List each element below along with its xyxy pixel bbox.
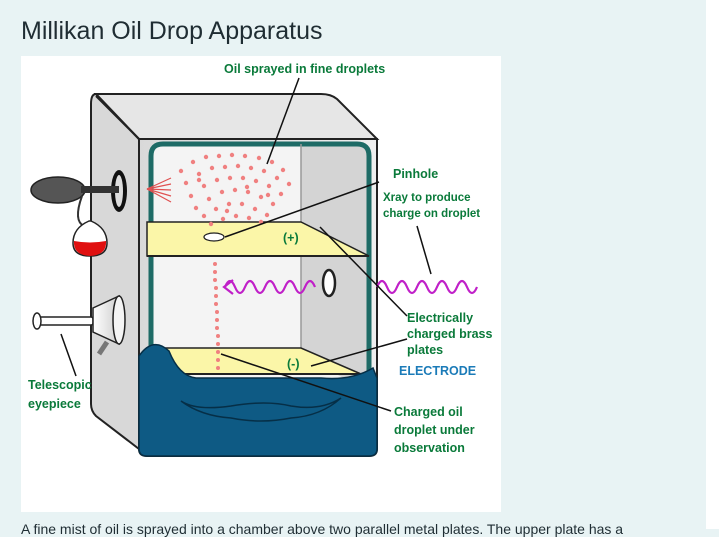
label-brass-line1: Electrically (407, 311, 473, 325)
label-charged-line2: droplet under (394, 423, 475, 437)
right-scroll-edge (706, 0, 719, 529)
body-paragraph: A fine mist of oil is sprayed into a cha… (21, 521, 623, 537)
label-telescopic-line1: Telescopic (28, 378, 92, 392)
label-charged-line1: Charged oil (394, 405, 463, 419)
plus-label: (+) (283, 231, 299, 245)
label-electrode: ELECTRODE (399, 364, 476, 378)
label-xray-line2: charge on droplet (383, 208, 480, 220)
label-telescopic-line2: eyepiece (28, 397, 81, 411)
label-brass-line2: charged brass (407, 327, 493, 341)
millikan-diagram: (+) (-) (21, 56, 501, 512)
label-charged-line3: observation (394, 441, 465, 455)
diagram-canvas: (+) (-) (21, 56, 501, 512)
label-brass-line3: plates (407, 343, 443, 357)
label-oil-sprayed: Oil sprayed in fine droplets (224, 62, 385, 76)
label-pinhole: Pinhole (393, 167, 438, 181)
xray-window (323, 270, 335, 296)
minus-label: (-) (287, 357, 300, 371)
page-title: Millikan Oil Drop Apparatus (21, 17, 323, 46)
label-xray-line1: Xray to produce (383, 192, 471, 204)
